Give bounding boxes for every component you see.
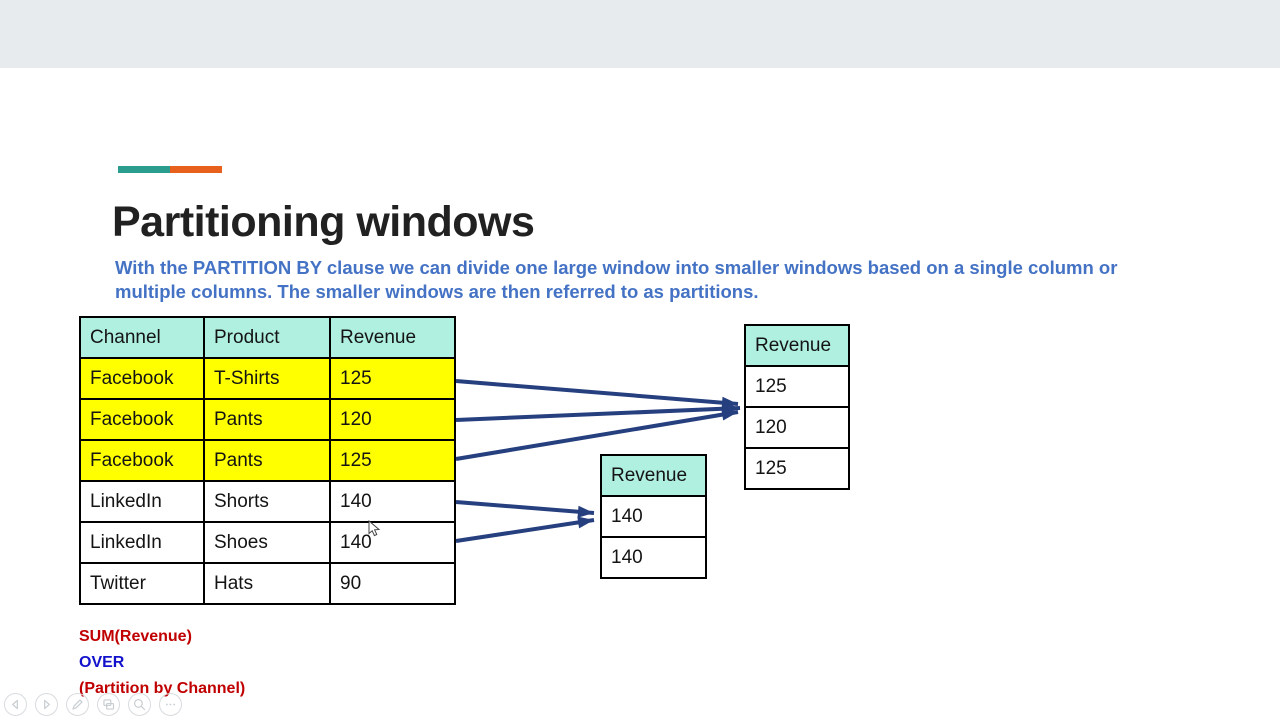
table-cell: 125 — [329, 439, 456, 482]
arrow-linkedin-row1 — [455, 500, 595, 518]
see-all-slides-button[interactable] — [97, 693, 120, 716]
subtitle-line-1: With the PARTITION BY clause we can divi… — [115, 257, 1118, 278]
table-cell: T-Shirts — [203, 357, 331, 400]
table-cell: Pants — [203, 439, 331, 482]
table-cell: 125 — [329, 357, 456, 400]
table-cell: Shoes — [203, 521, 331, 564]
table-cell: 140 — [329, 480, 456, 523]
table-row: 140 — [600, 495, 707, 538]
slides-icon — [103, 699, 115, 710]
column-header: Revenue — [329, 316, 456, 359]
arrow-facebook-row1 — [455, 379, 739, 409]
formula-sum-line: SUM(Revenue) — [79, 628, 192, 645]
magnifier-icon — [133, 698, 146, 711]
table-cell: 120 — [329, 398, 456, 441]
arrow-linkedin-row2 — [455, 516, 595, 543]
header-row: Revenue — [744, 324, 850, 367]
table-cell: Twitter — [79, 562, 205, 605]
table-cell: 125 — [744, 365, 850, 408]
table-cell: 125 — [744, 447, 850, 490]
slide-title: Partitioning windows — [112, 198, 535, 246]
table-cell: 120 — [744, 406, 850, 449]
table-cell: Shorts — [203, 480, 331, 523]
table-row: 120 — [744, 406, 850, 449]
column-header: Channel — [79, 316, 205, 359]
chevron-right-icon — [44, 699, 50, 710]
table-row: 140 — [600, 536, 707, 579]
column-header: Revenue — [600, 454, 707, 497]
subtitle-line-2: multiple columns. The smaller windows ar… — [115, 280, 759, 302]
table-cell: 140 — [600, 495, 707, 538]
table-cell: LinkedIn — [79, 521, 205, 564]
table-cell: 90 — [329, 562, 456, 605]
arrow-facebook-row2 — [455, 402, 741, 422]
pen-annotate-button[interactable] — [66, 693, 89, 716]
accent-bar-teal — [118, 166, 170, 173]
accent-bar-orange — [170, 166, 222, 173]
previous-slide-button[interactable] — [4, 693, 27, 716]
table-cell: LinkedIn — [79, 480, 205, 523]
header-row: Revenue — [600, 454, 707, 497]
formula-partition-line: (Partition by Channel) — [79, 680, 246, 697]
column-header: Revenue — [744, 324, 850, 367]
table-cell: Facebook — [79, 439, 205, 482]
next-slide-button[interactable] — [35, 693, 58, 716]
zoom-slide-button[interactable] — [128, 693, 151, 716]
table-cell: 140 — [329, 521, 456, 564]
slideshow-controls — [4, 693, 182, 716]
window-function-formula: SUM(Revenue) OVER (Partition by Channel) — [79, 624, 245, 702]
table-cell: Pants — [203, 398, 331, 441]
formula-over-line: OVER — [79, 654, 125, 671]
column-header: Product — [203, 316, 331, 359]
ellipsis-icon — [165, 703, 176, 706]
pen-icon — [72, 699, 83, 710]
more-options-button[interactable] — [159, 693, 182, 716]
slide-subtitle: With the PARTITION BY clause we can divi… — [115, 256, 1117, 303]
arrow-facebook-row3 — [455, 408, 739, 461]
table-cell: 140 — [600, 536, 707, 579]
chevron-left-icon — [12, 699, 18, 710]
table-row: 125 — [744, 447, 850, 490]
letterbox-band — [0, 0, 1280, 68]
table-cell: Facebook — [79, 357, 205, 400]
table-cell: Facebook — [79, 398, 205, 441]
table-row: 125 — [744, 365, 850, 408]
table-cell: Hats — [203, 562, 331, 605]
